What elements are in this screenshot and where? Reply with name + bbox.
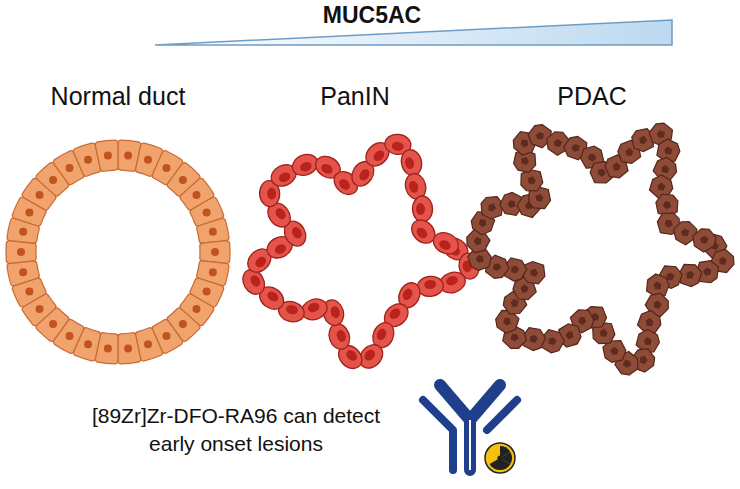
stage-label: Normal duct xyxy=(51,80,186,114)
pdac-cells xyxy=(462,119,738,379)
stage-label: PanIN xyxy=(320,80,389,114)
antibody-icon xyxy=(423,385,517,473)
panin-cells xyxy=(239,133,481,373)
normal-duct-cells xyxy=(6,140,230,364)
stage-label: PDAC xyxy=(557,80,626,114)
gradient-label: MUC5AC xyxy=(323,0,421,31)
caption-note: [89Zr]Zr-DFO-RA96 can detect early onset… xyxy=(71,402,401,459)
